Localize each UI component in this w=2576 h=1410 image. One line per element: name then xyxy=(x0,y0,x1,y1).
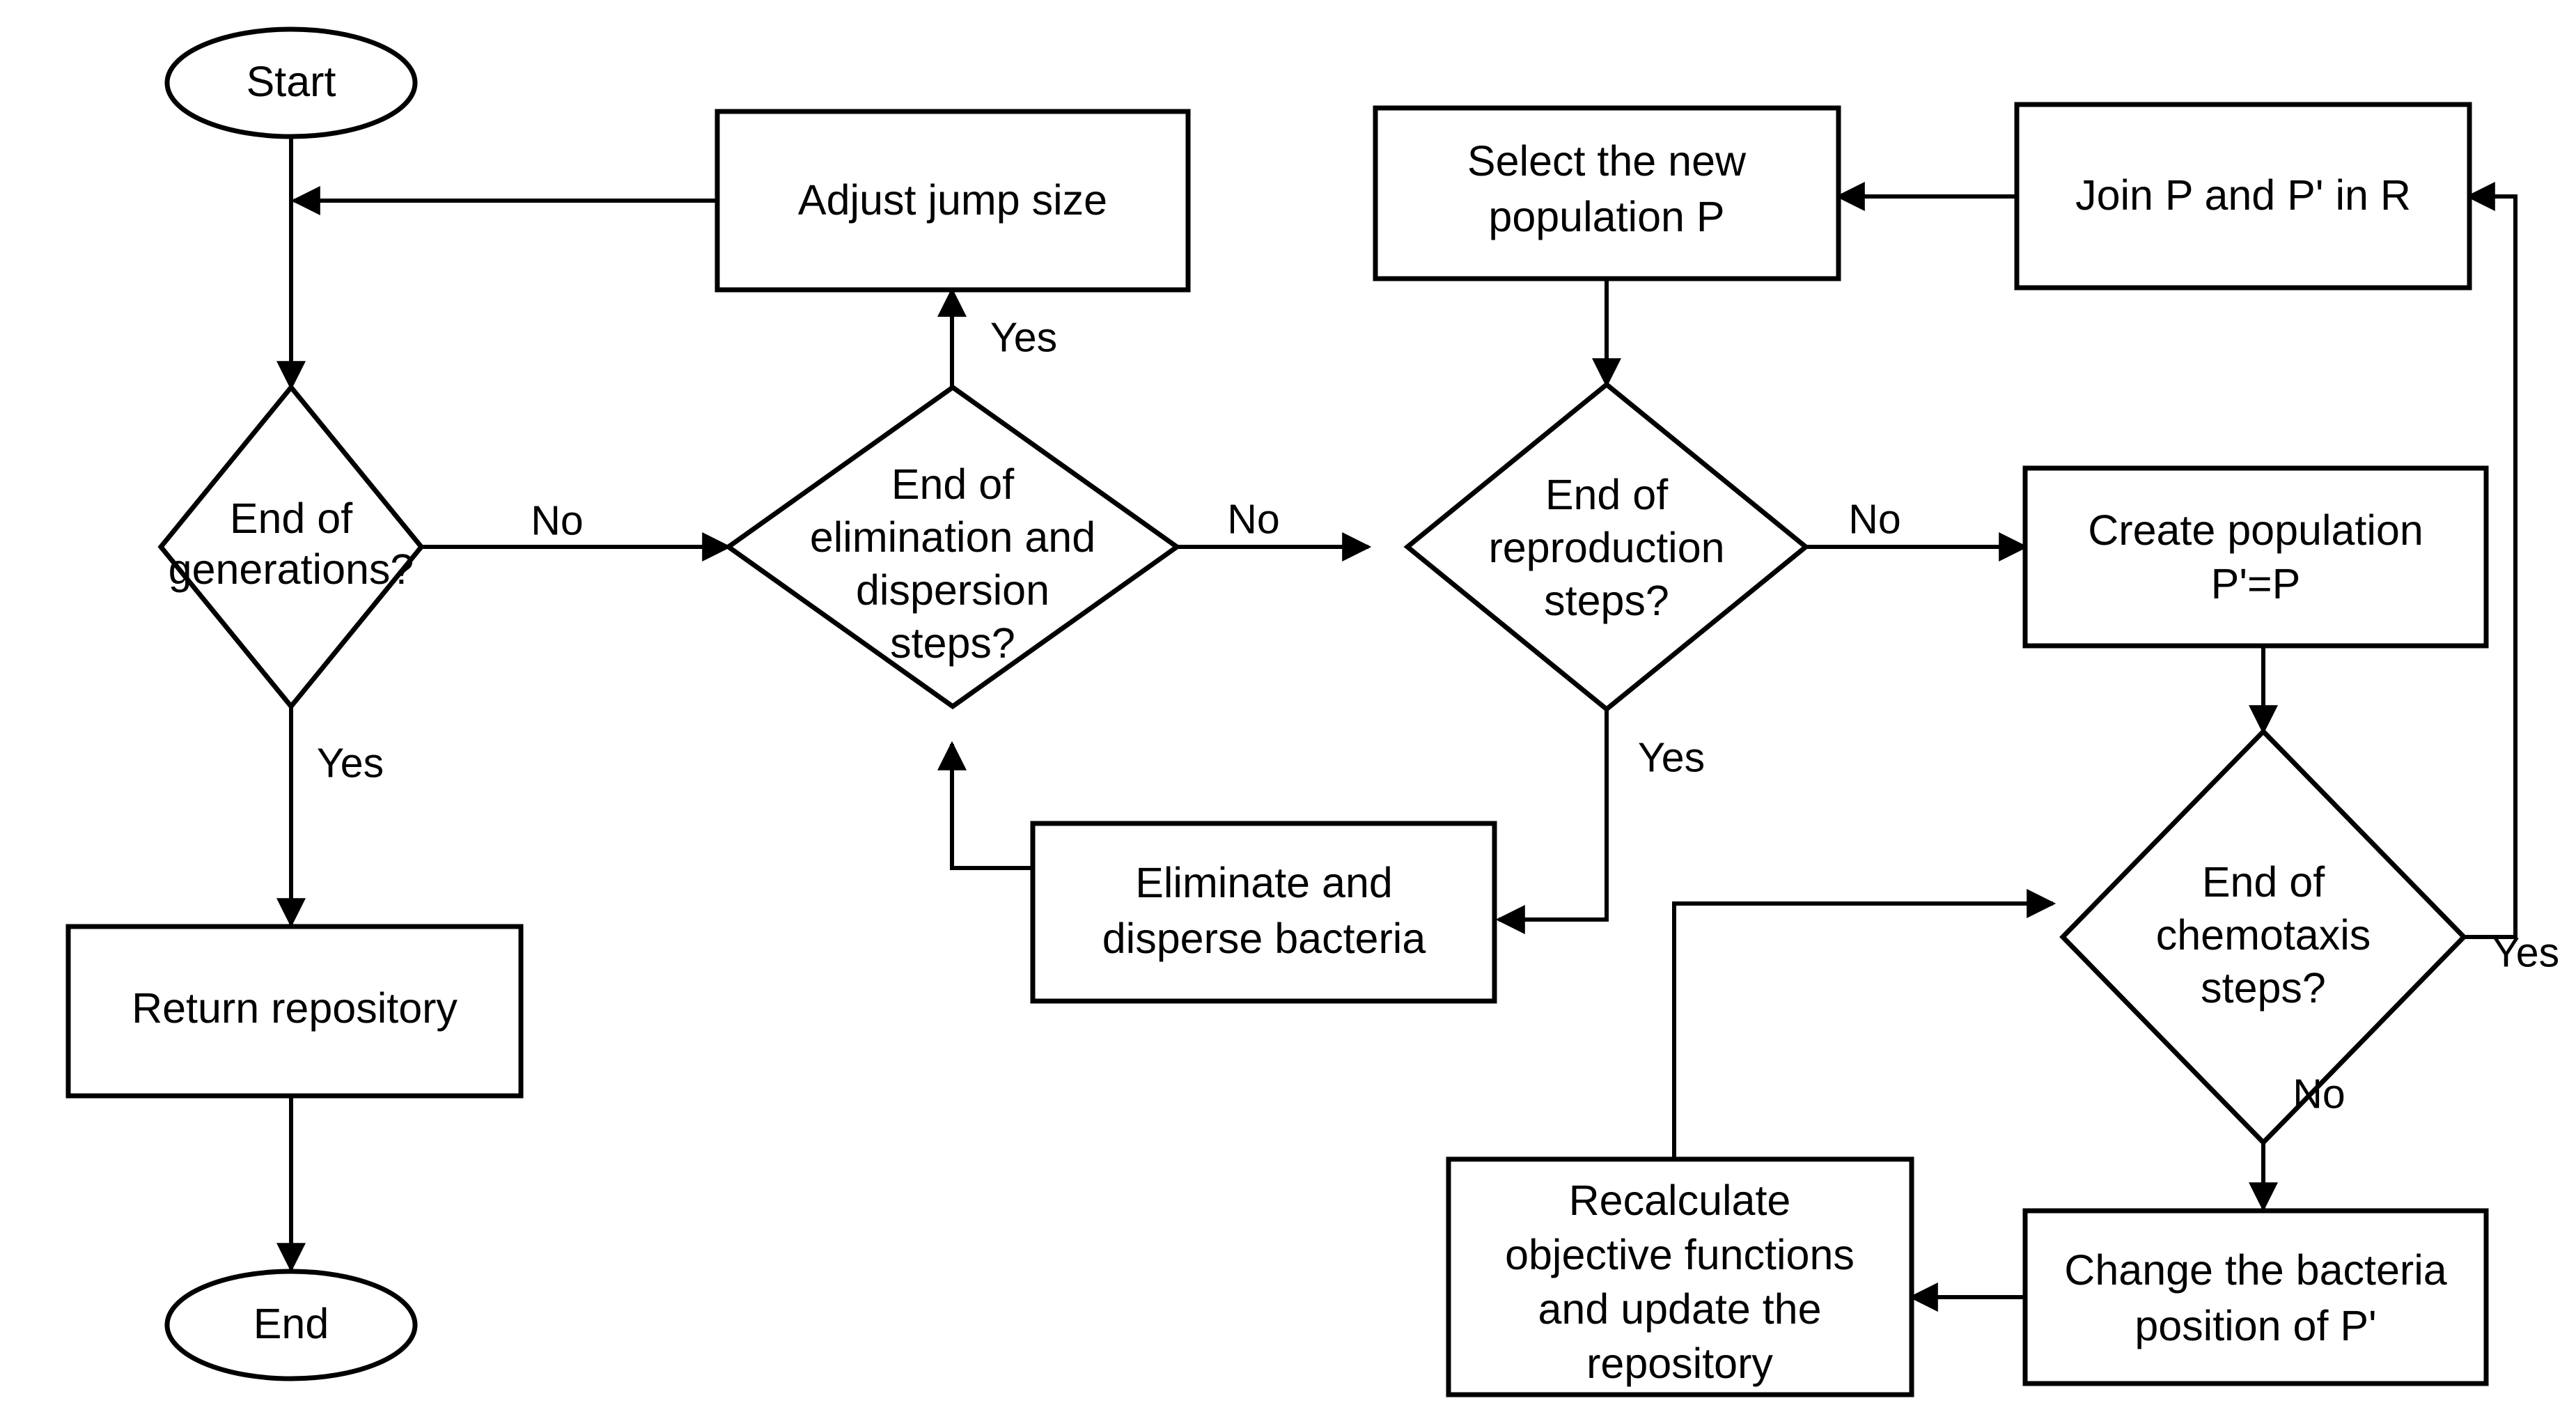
edge-end-reproduction-yes xyxy=(1495,711,1609,934)
edge-end-chemotaxis-yes xyxy=(2464,182,2518,939)
edge-recalculate-to-end-chemotaxis xyxy=(1672,889,2056,1157)
node-end-elimination-label-3: dispersion xyxy=(856,566,1049,614)
node-end-generations[interactable]: End of generations? xyxy=(157,383,425,711)
node-end-reproduction-steps[interactable]: End of reproduction steps? xyxy=(1403,381,1810,713)
node-end-chemotaxis-label-3: steps? xyxy=(2201,964,2326,1012)
node-change-position-label-2: position of P' xyxy=(2134,1302,2376,1349)
node-end-chemotaxis-label-2: chemotaxis xyxy=(2156,911,2371,959)
edge-label-end-chemotaxis-yes: Yes xyxy=(2492,930,2559,976)
node-end-elimination-dispersion[interactable]: End of elimination and dispersion steps? xyxy=(724,384,1182,710)
edge-label-end-generations-yes: Yes xyxy=(317,741,384,787)
node-start[interactable]: Start xyxy=(164,26,418,139)
node-eliminate-label-1: Eliminate and xyxy=(1135,859,1393,906)
edge-label-end-generations-no: No xyxy=(531,498,583,544)
node-adjust-jump-size-label: Adjust jump size xyxy=(798,176,1107,224)
node-end-label: End xyxy=(253,1300,329,1347)
node-select-new-population[interactable]: Select the new population P xyxy=(1373,105,1841,281)
node-end-reproduction-label-1: End of xyxy=(1545,471,1669,518)
node-recalculate-label-3: and update the xyxy=(1538,1285,1821,1333)
node-select-population-label-2: population P xyxy=(1488,193,1724,240)
node-recalculate-label-2: objective functions xyxy=(1505,1231,1855,1278)
node-create-population-label-1: Create population xyxy=(2088,506,2423,554)
node-return-repository[interactable]: Return repository xyxy=(65,924,524,1099)
node-return-repository-label: Return repository xyxy=(132,984,458,1032)
node-end-generations-label-1: End of xyxy=(230,495,353,542)
node-create-population-label-2: P'=P xyxy=(2211,560,2301,607)
node-end-chemotaxis-label-1: End of xyxy=(2202,858,2325,906)
node-select-population-label-1: Select the new xyxy=(1467,137,1747,185)
edge-label-end-reproduction-yes: Yes xyxy=(1638,735,1705,781)
node-recalculate-label-1: Recalculate xyxy=(1569,1177,1791,1224)
node-eliminate-label-2: disperse bacteria xyxy=(1102,915,1426,962)
edge-label-end-elimination-yes: Yes xyxy=(990,315,1057,361)
node-join-label: Join P and P' in R xyxy=(2075,171,2411,219)
node-eliminate-disperse-bacteria[interactable]: Eliminate and disperse bacteria xyxy=(1030,821,1497,1004)
node-change-position-label-1: Change the bacteria xyxy=(2064,1246,2446,1294)
node-end-elimination-label-1: End of xyxy=(891,460,1015,508)
node-end-reproduction-label-2: reproduction xyxy=(1488,524,1724,571)
node-end-elimination-label-2: elimination and xyxy=(810,513,1095,561)
node-end-reproduction-label-3: steps? xyxy=(1544,577,1669,624)
node-recalculate-objective-functions[interactable]: Recalculate objective functions and upda… xyxy=(1446,1156,1914,1397)
edge-label-end-elimination-no: No xyxy=(1227,497,1279,543)
node-join-p-and-p-prime[interactable]: Join P and P' in R xyxy=(2014,102,2472,290)
node-end-chemotaxis-steps[interactable]: End of chemotaxis steps? xyxy=(2059,727,2467,1147)
node-end-generations-label-2: generations? xyxy=(169,545,414,593)
node-change-bacteria-position[interactable]: Change the bacteria position of P' xyxy=(2022,1208,2489,1386)
node-recalculate-label-4: repository xyxy=(1586,1340,1773,1387)
edge-label-end-reproduction-no: No xyxy=(1848,497,1900,543)
edge-eliminate-to-end-elimination xyxy=(937,741,1033,870)
edge-label-end-chemotaxis-no: No xyxy=(2293,1071,2345,1117)
node-end[interactable]: End xyxy=(164,1269,418,1381)
node-end-elimination-label-4: steps? xyxy=(890,619,1015,667)
node-start-label: Start xyxy=(247,58,336,105)
node-adjust-jump-size[interactable]: Adjust jump size xyxy=(715,109,1191,293)
node-create-population[interactable]: Create population P'=P xyxy=(2022,465,2489,649)
